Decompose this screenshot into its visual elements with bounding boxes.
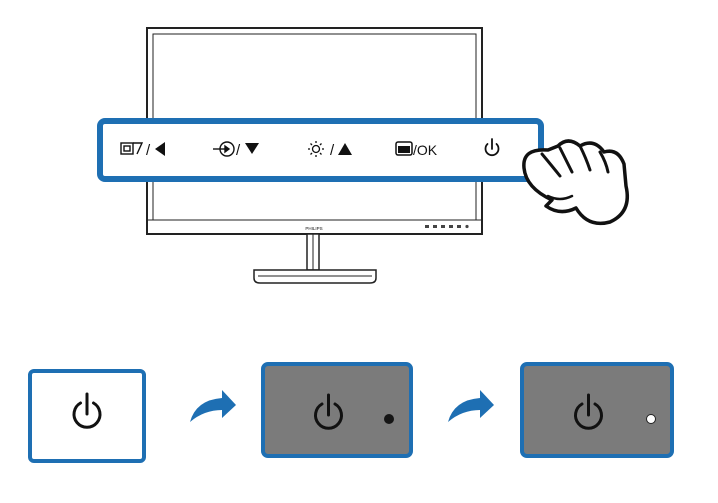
osd-button-input[interactable]: / bbox=[213, 141, 259, 159]
brightness-icon bbox=[308, 141, 324, 157]
power-led-white-icon bbox=[646, 414, 656, 424]
next-step-arrow-icon bbox=[448, 390, 494, 422]
pointing-hand-icon bbox=[522, 139, 629, 226]
input-source-icon bbox=[213, 141, 235, 157]
next-step-arrow-icon bbox=[190, 390, 236, 422]
osd-slash-label: / bbox=[236, 142, 241, 159]
ok-label: /OK bbox=[413, 142, 438, 158]
step-1-power-button bbox=[28, 369, 146, 463]
picture-format-icon bbox=[120, 142, 144, 155]
osd-button-power[interactable] bbox=[484, 138, 500, 157]
monitor-brand-label: PHILIPS bbox=[305, 226, 322, 231]
osd-button-picture-format[interactable]: / bbox=[120, 142, 165, 159]
down-triangle-icon bbox=[245, 143, 259, 154]
power-led-off-icon bbox=[384, 414, 394, 424]
osd-slash-label: / bbox=[146, 142, 151, 159]
step-3-power-on-led-white bbox=[520, 362, 674, 458]
osd-button-bar: / / / bbox=[97, 118, 544, 182]
osd-button-brightness[interactable]: / bbox=[308, 141, 352, 159]
left-triangle-icon bbox=[155, 142, 165, 156]
power-icon bbox=[314, 393, 343, 430]
menu-icon bbox=[395, 141, 413, 156]
osd-button-menu-ok[interactable]: /OK bbox=[395, 141, 438, 158]
power-icon bbox=[484, 138, 500, 157]
step-2-power-on-led-dark bbox=[261, 362, 413, 458]
power-icon bbox=[574, 393, 603, 430]
up-triangle-icon bbox=[338, 143, 352, 155]
power-icon bbox=[72, 392, 102, 429]
monitor-front-buttons bbox=[425, 224, 469, 229]
osd-slash-label: / bbox=[330, 142, 335, 159]
monitor-stand bbox=[253, 233, 377, 284]
